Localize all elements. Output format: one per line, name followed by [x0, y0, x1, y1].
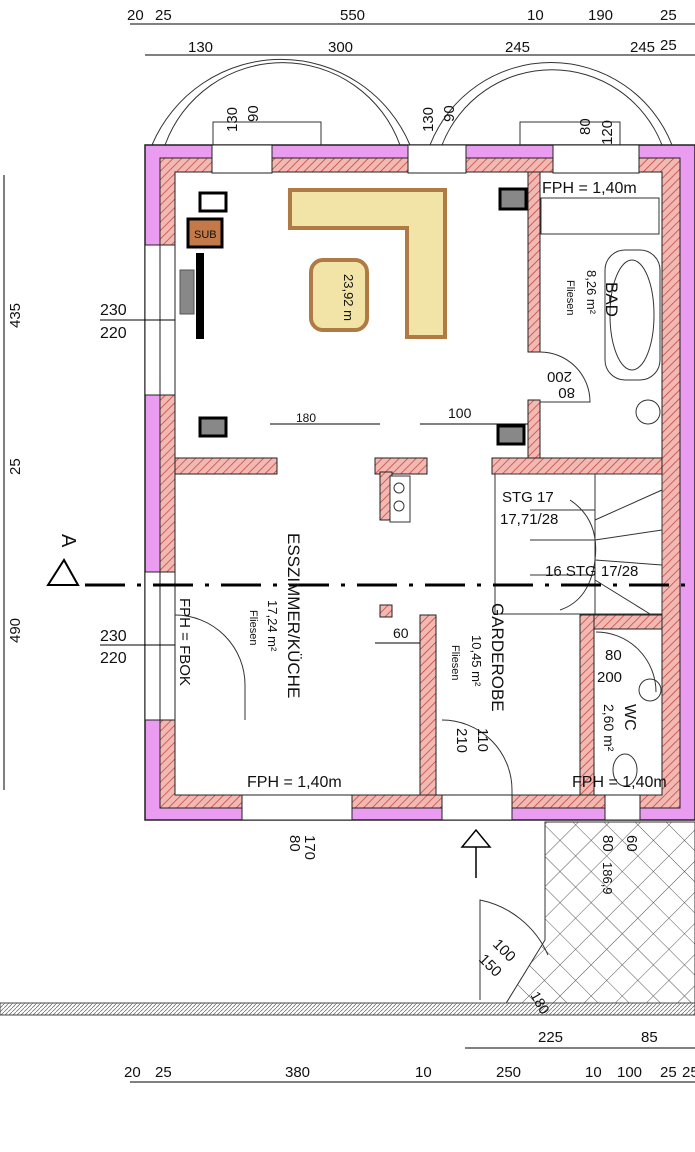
fph-fbok: FPH = FBOK	[176, 598, 193, 686]
section-label: A	[57, 534, 79, 548]
ess-area: 17,24 m²	[265, 600, 280, 652]
bottom-dim1-2: 85	[641, 1029, 658, 1046]
win-bottom-1: 80	[286, 835, 303, 852]
top-dim2-2: 300	[328, 39, 353, 56]
top-dim-3: 550	[340, 7, 365, 24]
window-dim-3: 130	[420, 107, 437, 132]
ess-floor: Fliesen	[247, 610, 259, 645]
win-bottom-2: 170	[301, 835, 318, 860]
dim-60: 60	[393, 625, 409, 641]
gard-area: 10,45 m²	[469, 635, 484, 687]
interior-walls	[174, 171, 663, 796]
bad-floor: Fliesen	[564, 280, 576, 315]
bottom-dim2-4: 10	[415, 1064, 432, 1081]
dim-100: 100	[448, 405, 472, 421]
bottom-dim2-7: 100	[617, 1064, 642, 1081]
entry-door-2: 210	[453, 728, 470, 753]
bath-fixtures	[389, 197, 662, 787]
left-dim-2: 25	[7, 458, 24, 475]
bottom-dim2-5: 250	[496, 1064, 521, 1081]
dim-1869: 186,9	[600, 862, 615, 895]
wc-name: WC	[621, 704, 638, 731]
ground-line	[0, 1002, 695, 1016]
top-dim-7: 25	[660, 37, 677, 54]
window-dim-5: 80	[577, 118, 594, 135]
wc-door-2: 200	[597, 669, 622, 686]
dimension-lines	[3, 23, 695, 1083]
stair-label-2: 17,71/28	[500, 511, 558, 528]
wc-win-1: 80	[599, 835, 616, 852]
top-dim-1: 20	[127, 7, 144, 24]
wc-win-2: 60	[623, 835, 640, 852]
left-dim-3: 490	[7, 618, 24, 643]
external-stair-left	[151, 58, 411, 146]
fph-wc: FPH = 1,40m	[572, 774, 667, 791]
bottom-dim2-2: 25	[155, 1064, 172, 1081]
left-dim-1: 435	[7, 303, 24, 328]
bottom-dim2-3: 380	[285, 1064, 310, 1081]
table-area: 23,92 m	[341, 274, 356, 321]
bottom-dim1-1: 225	[538, 1029, 563, 1046]
top-dim-2: 25	[155, 7, 172, 24]
gard-name: GARDEROBE	[488, 603, 507, 712]
sub-box	[186, 217, 224, 249]
window-left1-a: 230	[100, 302, 127, 319]
door-bad-2: 80	[558, 384, 575, 401]
bottom-dim2-9: 25	[682, 1064, 695, 1081]
speakers	[179, 187, 528, 446]
door-swings	[174, 351, 657, 1000]
window-dim-1: 130	[224, 107, 241, 132]
top-dim2-3: 245	[505, 39, 530, 56]
window-left2-a: 230	[100, 628, 127, 645]
bottom-dim2-8: 25	[660, 1064, 677, 1081]
fph-bottom: FPH = 1,40m	[247, 774, 342, 791]
fph-bath: FPH = 1,40m	[542, 180, 637, 197]
top-dim2-1: 130	[188, 39, 213, 56]
window-dim-2: 90	[245, 105, 262, 122]
sub-label: SUB	[194, 229, 217, 241]
door-bad-1: 200	[547, 368, 572, 385]
wc-door-1: 80	[605, 647, 622, 664]
window-dim-6: 120	[599, 120, 616, 145]
section-line	[46, 558, 695, 587]
top-dim-4: 10	[527, 7, 544, 24]
window-left1-b: 220	[100, 325, 127, 342]
external-stair-right	[429, 62, 673, 146]
bottom-dim2-1: 20	[124, 1064, 141, 1081]
top-dim2-4: 245	[630, 39, 655, 56]
gard-floor: Fliesen	[449, 645, 461, 680]
window-dim-4: 90	[441, 105, 458, 122]
internal-stair	[494, 473, 663, 615]
stair-label-3: 16 STG 17/28	[545, 563, 638, 580]
kitchen-counter	[288, 188, 447, 339]
top-dim-5: 190	[588, 7, 613, 24]
bad-area: 8,26 m²	[584, 270, 599, 315]
bad-name: BAD	[602, 282, 621, 317]
dining-table	[309, 258, 369, 332]
bottom-dim2-6: 10	[585, 1064, 602, 1081]
stair-label-1: STG 17	[502, 489, 554, 506]
dim-180: 180	[296, 411, 316, 425]
ess-name: ESSZIMMER/KÜCHE	[284, 533, 303, 698]
entry-arrow-icon	[460, 828, 492, 878]
wc-area: 2,60 m²	[601, 704, 617, 752]
top-dim-6: 25	[660, 7, 677, 24]
window-left2-b: 220	[100, 650, 127, 667]
entry-door-1: 110	[474, 728, 491, 752]
